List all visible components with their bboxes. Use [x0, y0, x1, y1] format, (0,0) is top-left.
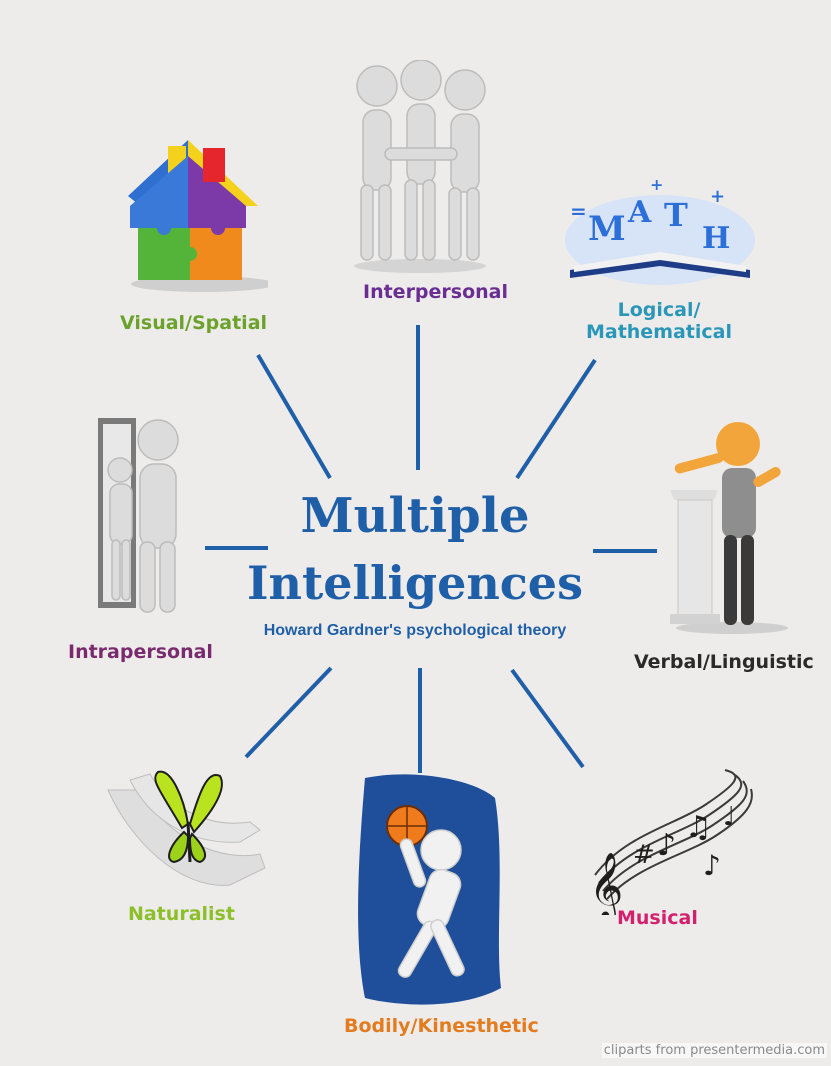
svg-text:♩: ♩ [723, 802, 735, 832]
logical-label-line1: Logical/ [617, 299, 701, 321]
connector-naturalist [244, 666, 333, 759]
logical-label-line2: Mathematical [585, 320, 733, 343]
connector-logical-mathematical [515, 358, 597, 480]
svg-text:+: + [650, 175, 663, 194]
visual-spatial-label: Visual/Spatial [120, 312, 268, 334]
musical-label: Musical [617, 907, 698, 929]
svg-text:T: T [664, 196, 688, 234]
math-book-icon: M A T H = + + [565, 175, 755, 285]
page-subtitle: Howard Gardner's psychological theory [263, 622, 567, 639]
people-group-icon [354, 60, 486, 273]
svg-text:♪: ♪ [657, 828, 676, 863]
podium-speaker-icon [670, 422, 788, 634]
interpersonal-label: Interpersonal [363, 281, 509, 303]
puzzle-house-icon [128, 140, 268, 292]
naturalist-label: Naturalist [128, 903, 235, 925]
svg-text:A: A [627, 195, 652, 230]
connector-musical [510, 668, 585, 769]
svg-text:+: + [710, 186, 725, 207]
connector-visual-spatial [256, 353, 332, 480]
svg-text:=: = [570, 199, 587, 223]
butterfly-hand-icon [107, 770, 266, 886]
verbal-linguistic-label: Verbal/Linguistic [634, 651, 814, 673]
bodily-kinesthetic-label: Bodily/Kinesthetic [344, 1015, 539, 1037]
intrapersonal-label: Intrapersonal [68, 641, 213, 663]
svg-text:H: H [702, 221, 730, 256]
basketball-player-icon [358, 774, 501, 1005]
svg-text:𝄞: 𝄞 [589, 851, 623, 915]
page-title-line1: Multiple [300, 488, 530, 544]
svg-text:M: M [588, 209, 626, 249]
music-notes-icon: 𝄞 # ♪ ♫ ♪ ♩ [589, 769, 753, 915]
mirror-reflection-icon [98, 418, 179, 613]
page-title-line2: Intelligences [247, 556, 583, 610]
credit-text: cliparts from presentermedia.com [601, 1043, 827, 1058]
logical-mathematical-label: Logical/ Mathematical [584, 299, 734, 344]
svg-text:♪: ♪ [703, 849, 721, 882]
svg-text:#: # [633, 840, 655, 870]
svg-text:♫: ♫ [685, 810, 712, 845]
